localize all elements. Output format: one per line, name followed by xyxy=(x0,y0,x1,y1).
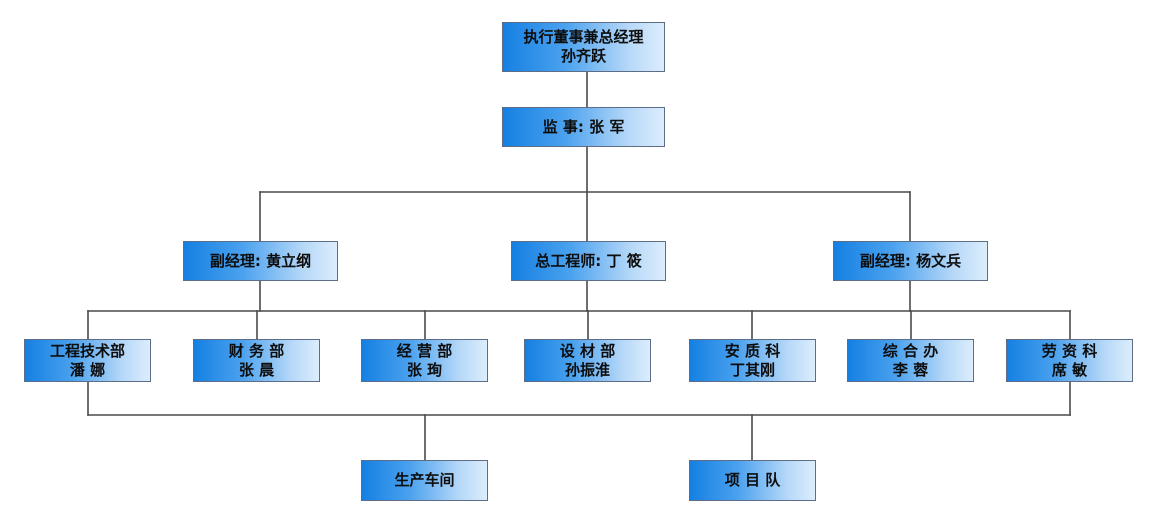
deputy-manager-left-node: 副经理: 黄立纲 xyxy=(183,241,338,281)
deputy-manager-right-node: 副经理: 杨文兵 xyxy=(833,241,988,281)
safety-quality-dept-node: 安 质 科 丁其刚 xyxy=(689,339,816,382)
deputy-manager-right-label: 副经理: 杨文兵 xyxy=(859,251,962,270)
engineering-dept-title: 工程技术部 xyxy=(49,341,125,360)
materials-dept-title: 设 材 部 xyxy=(559,341,616,360)
business-dept-person: 张 珣 xyxy=(406,360,443,379)
business-dept-title: 经 营 部 xyxy=(396,341,453,360)
ceo-node: 执行董事兼总经理 孙齐跃 xyxy=(502,22,665,72)
safety-quality-dept-person: 丁其刚 xyxy=(729,360,775,379)
production-workshop-label: 生产车间 xyxy=(394,471,455,489)
labor-dept-title: 劳 资 科 xyxy=(1041,341,1098,360)
supervisor-node: 监 事: 张 军 xyxy=(502,107,665,147)
project-team-node: 项 目 队 xyxy=(689,460,816,501)
finance-dept-node: 财 务 部 张 晨 xyxy=(193,339,320,382)
chief-engineer-node: 总工程师: 丁 筱 xyxy=(511,241,666,281)
ceo-person: 孙齐跃 xyxy=(560,47,606,65)
engineering-dept-node: 工程技术部 潘 娜 xyxy=(24,339,151,382)
labor-dept-node: 劳 资 科 席 敏 xyxy=(1006,339,1133,382)
production-workshop-node: 生产车间 xyxy=(361,460,488,501)
general-office-node: 综 合 办 李 蓉 xyxy=(847,339,974,382)
project-team-label: 项 目 队 xyxy=(724,471,781,489)
general-office-title: 综 合 办 xyxy=(882,341,939,360)
ceo-title: 执行董事兼总经理 xyxy=(523,28,644,46)
labor-dept-person: 席 敏 xyxy=(1051,360,1088,379)
business-dept-node: 经 营 部 张 珣 xyxy=(361,339,488,382)
finance-dept-title: 财 务 部 xyxy=(228,341,285,360)
engineering-dept-person: 潘 娜 xyxy=(69,360,106,379)
finance-dept-person: 张 晨 xyxy=(238,360,275,379)
materials-dept-person: 孙振淮 xyxy=(564,360,610,379)
general-office-person: 李 蓉 xyxy=(892,360,929,379)
chief-engineer-label: 总工程师: 丁 筱 xyxy=(535,251,642,270)
materials-dept-node: 设 材 部 孙振淮 xyxy=(524,339,651,382)
deputy-manager-left-label: 副经理: 黄立纲 xyxy=(209,251,312,270)
supervisor-label: 监 事: 张 军 xyxy=(542,117,625,136)
safety-quality-dept-title: 安 质 科 xyxy=(724,341,781,360)
